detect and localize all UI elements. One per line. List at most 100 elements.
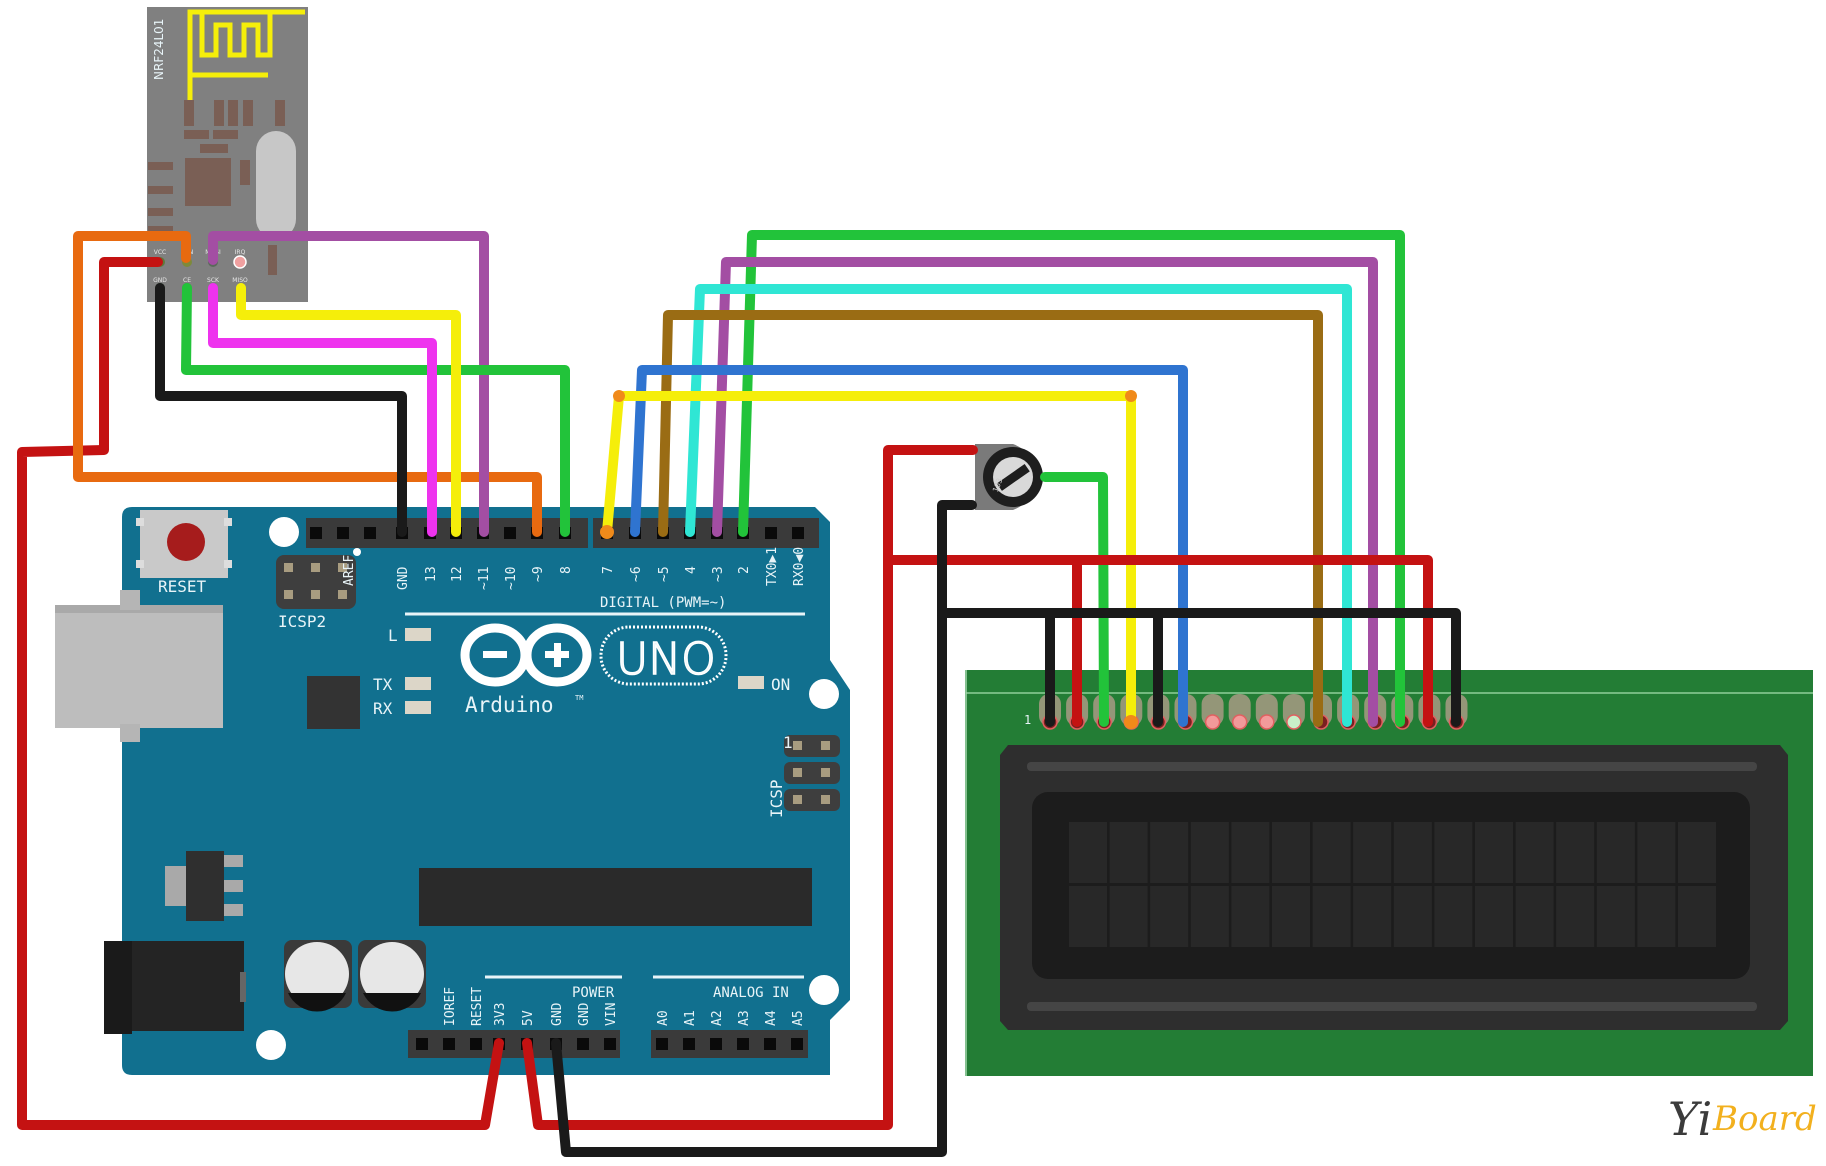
lcd-char-cell (1637, 822, 1676, 883)
wire-endpoints (600, 390, 1138, 729)
wire-lcd-d4-d5[interactable] (658, 310, 1323, 727)
usb-connector (55, 590, 223, 742)
wire-nrf-vcc-3v3[interactable] (17, 257, 504, 1130)
digital-pin-label: ~6 (629, 566, 644, 582)
power-pin-hole (656, 1038, 668, 1050)
analog-pin-label: A0 (656, 1010, 671, 1026)
lcd-char-cell (1434, 886, 1473, 947)
digital-pin-hole (310, 527, 322, 539)
lcd-char-cell (1475, 886, 1513, 947)
wire-gnd-lcd[interactable] (937, 608, 1461, 727)
digital-pin-label: GND (396, 566, 411, 590)
lcd-char-cell (1678, 886, 1716, 947)
lcd-screen (1032, 792, 1750, 979)
reset-label: RESET (158, 577, 207, 596)
mounting-hole (809, 679, 839, 709)
power-pin-holes (416, 1038, 803, 1050)
wire-lcd-d5-d4[interactable] (685, 284, 1352, 727)
power-pin-hole (443, 1038, 455, 1050)
power-pin-label: 3V3 (493, 1003, 508, 1026)
lcd-char-cell (1556, 822, 1595, 883)
wire-nrf-miso-d12[interactable] (236, 283, 461, 537)
led-on (738, 676, 764, 689)
usb-chip (307, 676, 360, 729)
digital-pin-label: 7 (601, 566, 616, 574)
power-pin-label: GND (577, 1002, 592, 1026)
power-pin-hole (791, 1038, 803, 1050)
lcd-char-cell (1353, 886, 1392, 947)
watermark-yi: Yi (1668, 1092, 1712, 1146)
lcd-char-cell (1596, 822, 1635, 883)
digital-pin-hole (337, 527, 349, 539)
wire-5v-rail[interactable] (522, 445, 978, 1130)
lcd-char-cell (1515, 886, 1554, 947)
lcd-char-cell (1272, 822, 1310, 883)
wire-nrf-gnd-gnd[interactable] (155, 283, 407, 537)
lcd-char-cell (1556, 886, 1595, 947)
power-pin-hole (737, 1038, 749, 1050)
lcd-char-cell (1190, 822, 1229, 883)
digital-pin-label: ~5 (657, 566, 672, 582)
power-pin-hole (683, 1038, 695, 1050)
wire-lcd-d7-d2[interactable] (738, 230, 1405, 727)
lcd-16x2: 1 (965, 670, 1813, 1076)
lcd-char-cell (1596, 886, 1635, 947)
digital-label: DIGITAL (PWM=~) (600, 595, 726, 611)
nrf-pin-label: VCC (154, 249, 166, 256)
lcd-char-cell (1190, 886, 1229, 947)
digital-pin-hole (504, 527, 516, 539)
wire-lcd-e-d6[interactable] (630, 365, 1188, 727)
power-pin-hole (710, 1038, 722, 1050)
digital-pin-label: ~3 (711, 566, 726, 582)
lcd-pin1-label: 1 (1024, 713, 1031, 727)
digital-pin-label: 12 (450, 566, 465, 582)
lcd-char-cell (1150, 822, 1189, 883)
digital-pin-label: 2 (737, 566, 752, 574)
power-pin-hole (604, 1038, 616, 1050)
lcd-char-cell (1272, 886, 1310, 947)
nrf-pin-label: IRQ (235, 249, 246, 256)
nrf-pin-label: CE (183, 277, 191, 284)
power-pin-hole (470, 1038, 482, 1050)
icsp-label: ICSP (767, 779, 786, 818)
capacitor (358, 940, 426, 1012)
uno-badge (599, 625, 728, 686)
analog-pin-label: A1 (683, 1010, 698, 1026)
digital-pin-label: ~11 (477, 567, 492, 590)
digital-pin-label: ~9 (531, 566, 546, 582)
yiboard-watermark: Yi Board (1668, 1092, 1817, 1146)
potentiometer[interactable]: 103 (975, 444, 1043, 510)
lcd-char-cell (1231, 822, 1270, 883)
lcd-char-cell (1637, 886, 1676, 947)
power-pin-label: RESET (470, 987, 485, 1026)
nrf-label: NRF24L01 (152, 19, 166, 80)
mounting-hole (809, 975, 839, 1005)
reset-button[interactable] (136, 510, 232, 578)
wire-gnd-rail[interactable] (551, 500, 977, 1157)
nrf-pin-irq (233, 255, 247, 269)
power-pin-label: GND (550, 1002, 565, 1026)
wire-nrf-csn-d9[interactable] (73, 231, 542, 537)
lcd-char-cell (1109, 886, 1148, 947)
icsp2-header (276, 548, 361, 609)
wire-5v-lcd[interactable] (883, 555, 1433, 727)
mounting-hole (256, 1030, 286, 1060)
analog-label: ANALOG IN (713, 985, 789, 1001)
wire-nrf-sck-d13[interactable] (208, 283, 437, 537)
digital-pin-label: 4 (684, 566, 699, 574)
analog-header (651, 1030, 808, 1058)
power-pin-label: VIN (604, 1003, 619, 1026)
lcd-char-cell (1678, 822, 1716, 883)
wire-nrf-ce-d8[interactable] (181, 283, 570, 537)
pcb-antenna (187, 9, 305, 100)
wire-pot-vo[interactable] (1040, 472, 1109, 727)
power-pin-label: 5V (521, 1010, 536, 1026)
atmega-chip (419, 868, 812, 926)
lcd-char-cell (1312, 822, 1351, 883)
wire-nrf-mosi-d11[interactable] (208, 231, 489, 537)
digital-pin-hole (364, 527, 376, 539)
